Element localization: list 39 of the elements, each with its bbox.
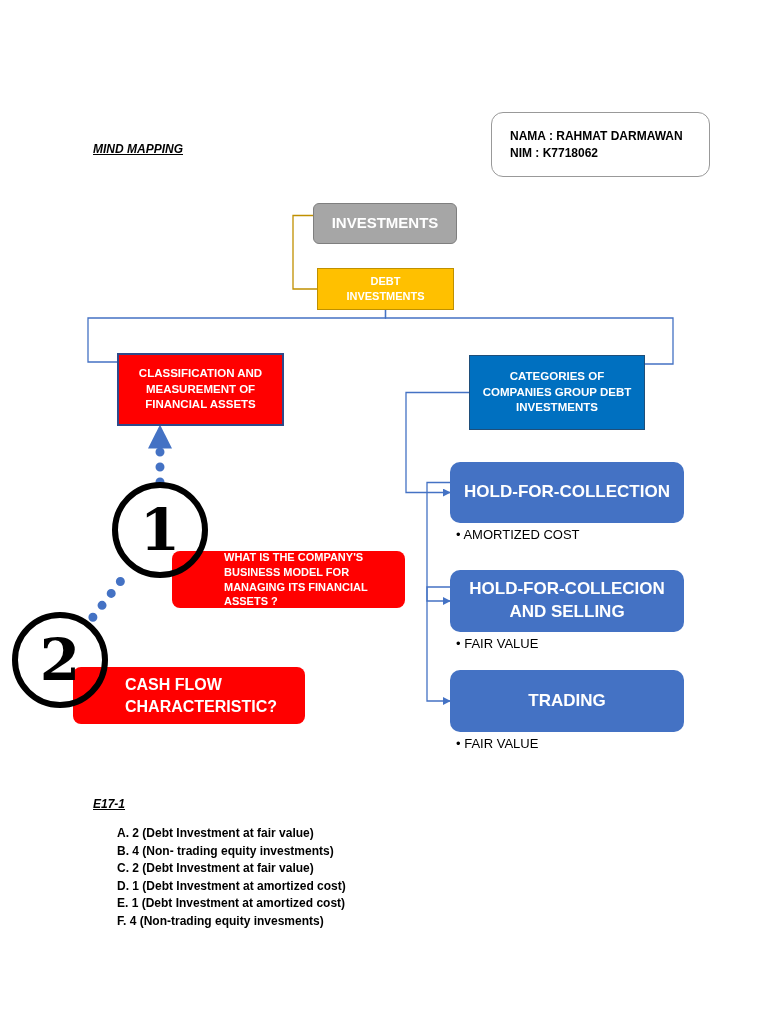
- box-label: CLASSIFICATION AND MEASUREMENT OF FINANCIAL ASSETS: [137, 366, 264, 413]
- connector-line: [384, 309, 674, 365]
- connector-line: [426, 481, 451, 605]
- info-box: [491, 112, 710, 177]
- list-item: E. 1 (Debt Investment at amortized cost): [117, 896, 346, 910]
- info-text: NIM : K7718062: [510, 144, 599, 161]
- step-number: 1: [139, 494, 181, 566]
- box-label: CATEGORIES OF COMPANIES GROUP DEBT INVESTMENTS: [481, 369, 633, 416]
- info-text: NAMA : RAHMAT DARMAWAN: [510, 128, 683, 145]
- question-box: [73, 667, 305, 724]
- category-box: [450, 462, 684, 523]
- box-label: HOLD-FOR-COLLECION AND SELLING: [468, 578, 666, 623]
- step-number: 2: [39, 624, 81, 696]
- list-item: C. 2 (Debt Investment at fair value): [117, 861, 314, 875]
- box-label: HOLD-FOR-COLLECTION: [464, 481, 670, 504]
- question-box: [172, 551, 405, 608]
- connector-line: [292, 214, 318, 290]
- box-label: INVESTMENTS: [331, 213, 439, 234]
- connector-line: [426, 586, 451, 705]
- category-box: [450, 570, 684, 632]
- topic-box: [313, 203, 457, 244]
- list-item: D. 1 (Debt Investment at amortized cost): [117, 878, 346, 893]
- bullet-text: • FAIR VALUE: [456, 636, 539, 651]
- list-item: F. 4 (Non-trading equity invesments): [117, 913, 324, 928]
- question-text: WHAT IS THE COMPANY'S BUSINESS MODEL FOR MANAGING ITS FINANCIAL ASSETS ?: [224, 549, 369, 610]
- category-box: [450, 670, 684, 732]
- section-heading: E17-1: [93, 797, 126, 811]
- box-label: TRADING: [528, 689, 606, 712]
- title: MIND MAPPING: [93, 142, 183, 156]
- box-label: DEBT INVESTMENTS: [345, 274, 426, 304]
- topic-box: [317, 268, 454, 310]
- question-text: CASH FLOW CHARACTERISTIC?: [125, 674, 278, 717]
- topic-box: [117, 353, 284, 426]
- topic-box: [469, 355, 645, 430]
- list-item: A. 2 (Debt Investment at fair value): [117, 826, 314, 840]
- list-item: B. 4 (Non- trading equity investments): [117, 843, 334, 858]
- bullet-text: • AMORTIZED COST: [456, 527, 580, 542]
- bullet-text: • FAIR VALUE: [456, 736, 539, 751]
- connector-line: [405, 391, 470, 497]
